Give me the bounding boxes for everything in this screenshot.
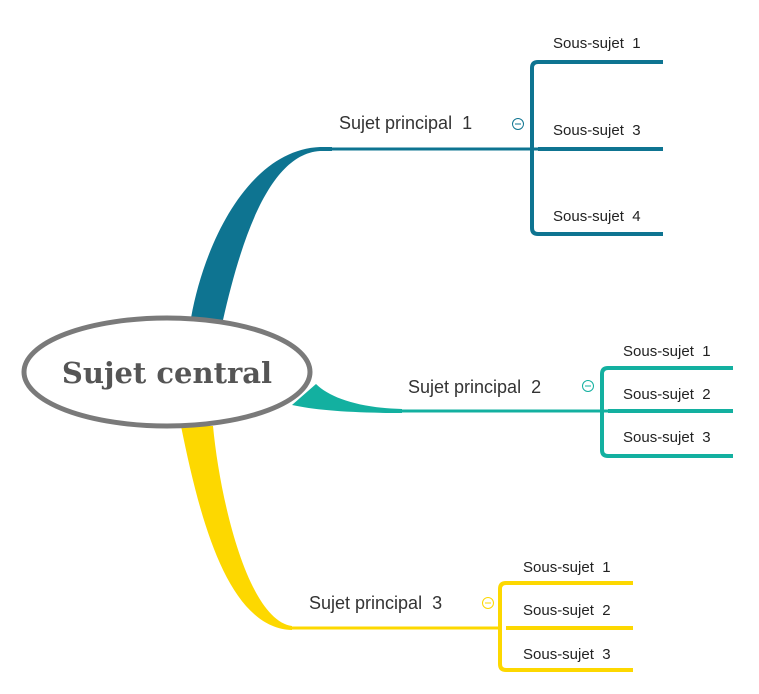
branch-3-connector [181,426,292,630]
branch-3: Sujet principal 3 Sous-sujet 1 Sous-suje… [181,426,633,672]
branch-3-bracket [498,581,514,672]
subtopic-2-1-label[interactable]: Sous-sujet 1 [623,343,711,360]
branch-2-bracket [600,366,614,458]
branch-1-label[interactable]: Sujet principal 1 [339,113,472,133]
subtopic-3-1-label[interactable]: Sous-sujet 1 [523,559,611,576]
branch-2-collapse-button[interactable] [582,380,594,392]
central-topic-label[interactable]: Sujet central [62,356,272,390]
branch-3-collapse-button[interactable] [482,597,494,609]
subtopic-3-3-label[interactable]: Sous-sujet 3 [523,646,611,663]
branch-1-connector [191,147,332,320]
subtopic-2-2-label[interactable]: Sous-sujet 2 [623,386,711,403]
central-topic-ellipse[interactable] [21,315,313,429]
branch-1: Sujet principal 1 Sous-sujet 1 Sous-suje… [191,35,663,320]
subtopic-3-2-label[interactable]: Sous-sujet 2 [523,602,611,619]
subtopic-2-3-label[interactable]: Sous-sujet 3 [623,429,711,446]
central-topic[interactable]: Sujet central [21,315,313,429]
subtopic-1-3-label[interactable]: Sous-sujet 4 [553,208,641,225]
branch-2-connector [292,384,402,413]
branch-2: Sujet principal 2 Sous-sujet 1 Sous-suje… [292,343,733,458]
branch-1-bracket [530,60,546,236]
branch-3-label[interactable]: Sujet principal 3 [309,593,442,613]
subtopic-1-1-label[interactable]: Sous-sujet 1 [553,35,641,52]
subtopic-1-2-label[interactable]: Sous-sujet 3 [553,122,641,139]
branch-1-collapse-button[interactable] [512,118,524,130]
branch-2-label[interactable]: Sujet principal 2 [408,377,541,397]
